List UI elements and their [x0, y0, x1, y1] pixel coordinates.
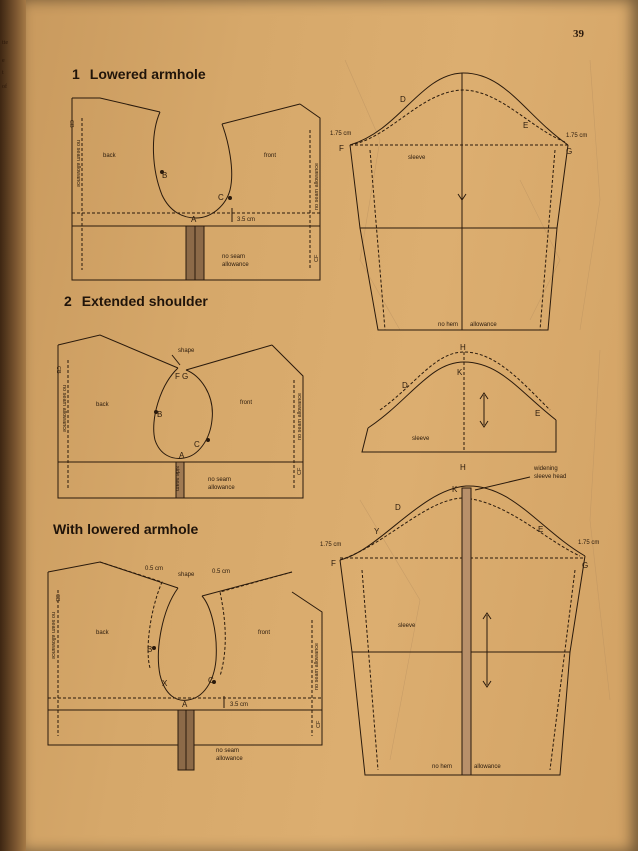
label-no-hem: no hem — [438, 322, 458, 328]
label-no-seam: no seam — [208, 477, 231, 483]
point-b: B — [147, 645, 152, 654]
label-no-hem: no hem — [432, 764, 452, 770]
label-back: back — [96, 630, 110, 636]
measure-3-5: 3.5 cm — [230, 702, 248, 708]
label-allowance: allowance — [474, 764, 501, 770]
point-d: D — [402, 381, 408, 390]
label-back: back — [96, 402, 110, 408]
spine-text: e — [2, 58, 5, 64]
point-d: D — [395, 503, 401, 512]
point-h: H — [460, 463, 466, 472]
measure-3-5: 3.5 cm — [237, 217, 255, 223]
point-f: F — [175, 372, 180, 381]
point-b: B — [157, 410, 162, 419]
label-sleeve: sleeve — [408, 155, 426, 161]
label-cf: CF — [316, 720, 322, 728]
label-no-seam-allowance: no seam allowance — [50, 612, 56, 659]
spine-text: tte — [2, 40, 8, 46]
point-b: B — [162, 171, 167, 180]
point-k: K — [457, 368, 463, 377]
point-c: C — [218, 193, 224, 202]
label-no-seam-allowance: no seam allowance — [314, 163, 320, 210]
label-allowance: allowance — [222, 262, 249, 268]
label-side-seam: side seam — [174, 466, 180, 491]
point-a: A — [182, 700, 188, 709]
label-front: front — [264, 153, 276, 159]
label-cb: CB — [55, 366, 61, 374]
measure-1-75: 1.75 cm — [320, 542, 341, 548]
diagram-2-bodice — [57, 334, 304, 499]
measure-1-75: 1.75 cm — [330, 131, 351, 137]
page-number: 39 — [573, 28, 584, 40]
point-y: Y — [374, 527, 380, 536]
label-no-seam-allowance: no seam allowance — [61, 385, 67, 432]
point-a: A — [191, 215, 197, 224]
label-front: front — [258, 630, 270, 636]
diagram-3-sleeve — [339, 476, 586, 776]
point-e: E — [523, 121, 528, 130]
spine-text: t — [2, 70, 4, 76]
point-x: X — [162, 679, 168, 688]
label-no-seam: no seam — [216, 748, 239, 754]
label-widening: widening — [533, 466, 558, 472]
point-e: E — [535, 409, 540, 418]
point-c: C — [208, 676, 214, 685]
label-cb: CB — [54, 594, 60, 602]
measure-1-75: 1.75 cm — [566, 133, 587, 139]
measure-1-75: 1.75 cm — [578, 540, 599, 546]
label-shape: shape — [178, 572, 195, 578]
measure-0-5: 0.5 cm — [145, 566, 163, 572]
label-no-seam-allowance: no seam allowance — [297, 393, 303, 440]
point-c: C — [194, 440, 200, 449]
label-sleeve: sleeve — [412, 436, 430, 442]
label-sleeve: sleeve — [398, 623, 416, 629]
point-h: H — [460, 343, 466, 352]
label-no-seam: no seam — [222, 254, 245, 260]
point-g: G — [582, 561, 588, 570]
label-cb: CB — [68, 120, 74, 128]
label-sleeve-head: sleeve head — [534, 474, 566, 480]
heading-with-lowered-armhole: With lowered armhole — [53, 521, 199, 537]
label-allowance: allowance — [470, 322, 497, 328]
point-a: A — [179, 451, 185, 460]
label-back: back — [103, 153, 117, 159]
label-no-seam-allowance: no seam allowance — [75, 140, 81, 187]
point-d: D — [400, 95, 406, 104]
label-front: front — [240, 400, 252, 406]
point-e: E — [538, 525, 543, 534]
label-cf: CF — [297, 467, 303, 475]
diagram-3-bodice — [47, 561, 323, 771]
label-shape: shape — [178, 348, 195, 354]
book-spine: tte e t of — [0, 0, 26, 851]
point-g: G — [182, 372, 188, 381]
measure-0-5: 0.5 cm — [212, 569, 230, 575]
diagram-2-sleeve — [361, 351, 557, 453]
label-allowance: allowance — [208, 485, 235, 491]
background-ghost-lines — [344, 59, 611, 761]
point-k: K — [452, 485, 458, 494]
label-allowance: allowance — [216, 756, 243, 762]
label-no-seam-allowance: no seam allowance — [314, 643, 320, 690]
diagram-1-bodice — [71, 97, 321, 281]
diagram-1-sleeve — [349, 72, 569, 331]
point-g: G — [566, 147, 572, 156]
point-f: F — [331, 559, 336, 568]
spine-text: of — [2, 84, 7, 90]
label-cf: CF — [314, 254, 320, 262]
point-f: F — [339, 144, 344, 153]
book-page — [26, 0, 638, 851]
